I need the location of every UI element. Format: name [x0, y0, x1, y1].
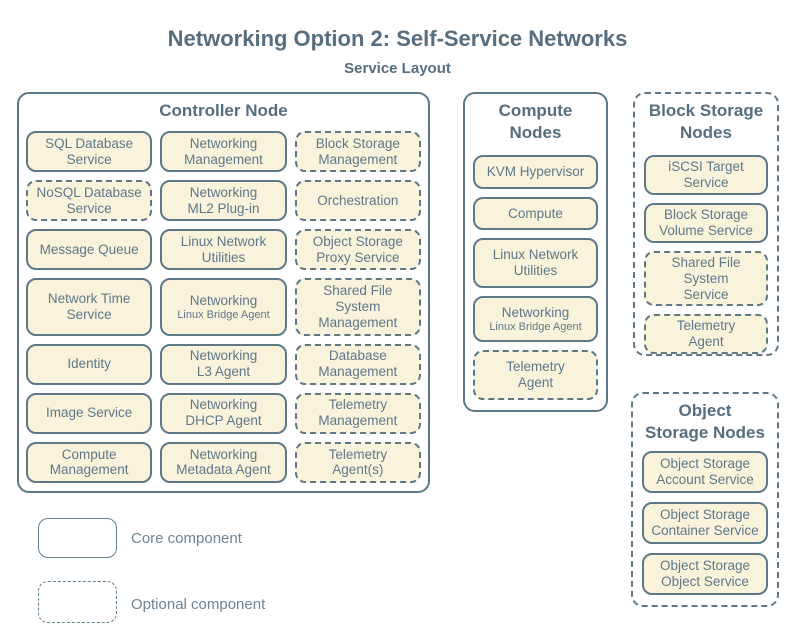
service-item-list: SQL Database Service Networking Managemen… — [26, 131, 421, 483]
diagram-subtitle: Service Layout — [344, 60, 451, 77]
service-box: Networking Management — [160, 131, 287, 173]
service-box-label: Compute — [508, 205, 563, 221]
service-box: Networking DHCP Agent — [160, 392, 287, 434]
service-box-label: Message Queue — [39, 241, 139, 257]
service-box-label: KVM Hypervisor — [486, 163, 585, 179]
service-box: Telemetry Management — [294, 392, 421, 434]
service-box: Block Storage Volume Service — [644, 202, 768, 243]
legend-core-label: Core component — [131, 530, 242, 547]
service-box: Orchestration — [294, 180, 421, 222]
service-box-label: Linux Network Utilities — [180, 233, 267, 265]
service-box-label: Telemetry Agent — [676, 318, 736, 350]
legend-optional-label: Optional component — [131, 596, 266, 613]
service-box-label: Orchestration — [317, 192, 399, 208]
service-box: Telemetry Agent(s) — [294, 441, 421, 483]
service-box: Object Storage Container Service — [642, 502, 768, 544]
service-box: NoSQL Database Service — [26, 180, 153, 222]
service-box: Linux Network Utilities — [160, 229, 287, 271]
service-box-label: Networking L3 Agent — [189, 348, 258, 380]
group-title: Object Storage Nodes — [645, 401, 765, 443]
service-box-label: Image Service — [46, 405, 133, 421]
service-box: Shared File System Management — [294, 278, 421, 336]
service-box-label: Object Storage Account Service — [656, 456, 754, 487]
service-box: SQL Database Service — [26, 131, 153, 173]
service-box-label: Block Storage Volume Service — [659, 206, 753, 238]
service-box-label: iSCSI Target Service — [668, 159, 744, 190]
service-box: Shared File System Service — [644, 250, 768, 307]
service-box: Image Service — [26, 392, 153, 434]
service-box-sublabel: Linux Bridge Agent — [489, 320, 582, 333]
group-title: Block Storage Nodes — [648, 101, 764, 143]
service-box: Networking L3 Agent — [160, 343, 287, 385]
service-box-label: Identity — [67, 356, 111, 372]
service-box-label: Telemetry Management — [318, 397, 398, 429]
legend-optional-swatch — [38, 581, 117, 623]
service-box-label: Database Management — [318, 348, 398, 380]
service-box-label: Object Storage Container Service — [651, 507, 759, 538]
service-box-label: Shared File System Management — [318, 283, 398, 330]
service-box: Database Management — [294, 343, 421, 385]
service-box-label: Telemetry Agent(s) — [328, 446, 388, 478]
group-title: Compute Nodes — [498, 101, 573, 143]
service-box: Telemetry Agent — [644, 314, 768, 355]
service-box-label: Networking DHCP Agent — [185, 397, 262, 429]
service-box-label: Object Storage Proxy Service — [312, 233, 403, 265]
service-box-label: Block Storage Management — [315, 135, 400, 167]
service-box-label: NoSQL Database Service — [36, 184, 142, 216]
service-box-label: Telemetry Agent — [506, 359, 565, 391]
service-box-label: Object Storage Object Service — [659, 558, 751, 589]
service-box: Compute — [473, 196, 598, 231]
service-box-label: Linux Network Utilities — [492, 247, 579, 279]
service-box: Compute Management — [26, 441, 153, 483]
service-box: Network Time Service — [26, 278, 153, 336]
service-box-label: SQL Database Service — [45, 135, 134, 167]
service-box: Telemetry Agent — [473, 350, 598, 400]
diagram-title: Networking Option 2: Self-Service Networ… — [167, 26, 628, 51]
service-box-label: Network Time Service — [47, 291, 131, 322]
service-box: Block Storage Management — [294, 131, 421, 173]
service-box-label: Networking — [501, 304, 570, 320]
service-box-label: Networking Metadata Agent — [176, 446, 271, 478]
service-box: iSCSI Target Service — [644, 155, 768, 195]
service-box: Object Storage Object Service — [642, 553, 768, 595]
service-box: KVM Hypervisor — [473, 155, 598, 189]
service-box: Linux Network Utilities — [473, 238, 598, 289]
service-box-label: Shared File System Service — [671, 254, 741, 302]
group-title: Controller Node — [159, 101, 288, 120]
group-object-storage-nodes: Object Storage Nodes Object Storage Acco… — [631, 392, 779, 607]
group-block-storage-nodes: Block Storage Nodes iSCSI Target Service… — [633, 92, 779, 356]
legend-core-swatch — [38, 518, 117, 558]
service-box-label: Compute Management — [49, 446, 129, 478]
service-box-label: Networking Management — [184, 135, 263, 167]
service-box: Identity — [26, 343, 153, 385]
service-box: Message Queue — [26, 229, 153, 271]
service-box-sublabel: Linux Bridge Agent — [177, 308, 270, 321]
service-box: Object Storage Proxy Service — [294, 229, 421, 271]
service-box-label: Networking — [189, 292, 258, 308]
service-box: Networking ML2 Plug-in — [160, 180, 287, 222]
service-box: Object Storage Account Service — [642, 451, 768, 493]
service-box: Networking Metadata Agent — [160, 441, 287, 483]
service-box-label: Networking ML2 Plug-in — [187, 184, 260, 216]
